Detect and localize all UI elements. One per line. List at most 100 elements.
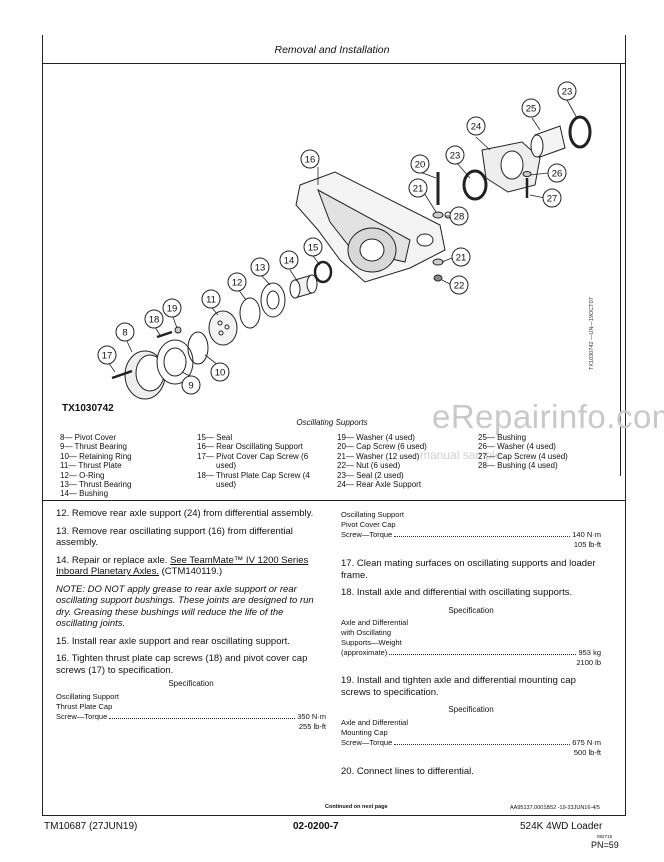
- legend-item: 25— Bushing: [478, 433, 527, 442]
- watermark-sample: manual sample: [420, 448, 502, 462]
- legend-item: 15— Seal: [197, 433, 233, 442]
- legend-item: 23— Seal (2 used): [337, 470, 404, 480]
- legend-item: 27— Cap Screw (4 used): [478, 451, 568, 461]
- figure-bottom-rule: [42, 500, 626, 501]
- spec-value: 2100 lb: [576, 658, 601, 667]
- legend-item: 19— Washer (4 used): [337, 433, 415, 442]
- spec-label: Screw—Torque: [56, 711, 108, 721]
- legend-col-2: 15— Seal 16— Rear Oscillating Support 17…: [197, 433, 310, 489]
- content-left-border: [42, 63, 43, 815]
- legend-item: 10— Retaining Ring: [60, 451, 132, 461]
- legend-item: 24— Rear Axle Support: [337, 480, 422, 490]
- spec-title: Specification: [168, 679, 214, 688]
- pn-number: PN=59: [591, 840, 619, 850]
- spec-value: 953 kg: [578, 648, 601, 657]
- callout-8: 8: [122, 328, 127, 339]
- callout-26: 26: [552, 169, 563, 180]
- spec-label: Pivot Cover Cap: [341, 520, 396, 529]
- spec-label: Screw—Torque: [341, 737, 393, 747]
- callout-12: 12: [232, 278, 243, 289]
- page-right-rule: [625, 35, 626, 63]
- legend-item: 18— Thrust Plate Cap Screw (4: [197, 470, 310, 480]
- retaining-ring: [187, 331, 209, 365]
- step-14: 14. Repair or replace axle. See TeamMate…: [56, 555, 326, 578]
- header-rule: [42, 63, 626, 64]
- spec-label: Mounting Cap: [341, 727, 388, 737]
- spec-value: 350 N·m: [297, 711, 326, 721]
- legend-item: 11— Thrust Plate: [60, 461, 122, 471]
- callout-13: 13: [255, 263, 266, 274]
- legend-col-3: 19— Washer (4 used) 20— Cap Screw (6 use…: [337, 433, 427, 489]
- callout-24: 24: [471, 122, 482, 133]
- legend-item: 14— Bushing: [60, 489, 109, 499]
- callout-23-b: 23: [562, 87, 573, 98]
- callout-16: 16: [305, 155, 316, 166]
- legend-item: 9— Thrust Bearing: [60, 442, 127, 452]
- callout-25: 25: [526, 104, 537, 115]
- seal-23-left: [462, 169, 488, 201]
- callout-9: 9: [188, 381, 193, 392]
- footer-rule: [42, 815, 626, 816]
- tiny-code: 082719: [597, 834, 613, 839]
- legend-item: 20— Cap Screw (6 used): [337, 442, 427, 452]
- grease-note: NOTE: DO NOT apply grease to rear axle s…: [56, 583, 314, 630]
- step-14-text: 14. Repair or replace axle.: [56, 554, 171, 566]
- callouts: [97, 81, 577, 395]
- spec-label: Screw—Torque: [341, 530, 393, 539]
- legend-item: 16— Rear Oscillating Support: [197, 442, 303, 452]
- o-ring: [239, 297, 261, 329]
- legend-col-4: 25— Bushing 26— Washer (4 used) 27— Cap …: [478, 433, 568, 471]
- legend-item: 22— Nut (6 used): [337, 461, 401, 471]
- continued-note: Continued on next page: [325, 804, 388, 810]
- step-15: 15. Install rear axle support and rear o…: [56, 635, 290, 647]
- callout-14: 14: [284, 256, 295, 267]
- callout-28: 28: [454, 212, 465, 223]
- step-20: 20. Connect lines to differential.: [341, 765, 474, 777]
- legend-item: 8— Pivot Cover: [60, 433, 117, 442]
- model-name: 524K 4WD Loader: [520, 821, 603, 832]
- spec-thrust-plate: Oscillating Support Thrust Plate Cap Scr…: [56, 692, 326, 732]
- callout-19: 19: [167, 304, 178, 315]
- spec-label: with Oscillating: [341, 628, 392, 637]
- legend-item: used): [216, 461, 237, 471]
- spec-title: Specification: [448, 705, 494, 714]
- step-13: 13. Remove rear oscillating support (16)…: [56, 525, 293, 549]
- spec-label: Axle and Differential: [341, 717, 408, 727]
- step-12: 12. Remove rear axle support (24) from d…: [56, 508, 314, 519]
- step-18: 18. Install axle and differential with o…: [341, 587, 573, 598]
- spec-value: 675 N·m: [572, 737, 601, 747]
- callout-22: 22: [454, 281, 465, 292]
- exploded-diagram: 16 20 21 23 24 25 23 26 27 28 21 22 15 1…: [97, 81, 592, 400]
- callout-27: 27: [547, 194, 558, 205]
- watermark-site: eRepairinfo.com: [432, 398, 664, 435]
- page-number: 02-0200-7: [293, 821, 339, 832]
- legend-col-1: 8— Pivot Cover 9— Thrust Bearing 10— Ret…: [60, 433, 132, 499]
- spec-label: Supports—Weight: [341, 638, 402, 647]
- content-right-border: [625, 63, 626, 815]
- callout-21-b: 21: [456, 253, 467, 264]
- figure-id: TX1030742: [62, 403, 114, 414]
- thrust-plate: [208, 310, 238, 346]
- spec-value: 105 lb-ft: [573, 540, 601, 549]
- right-column: Oscillating Support Pivot Cover Cap Scre…: [341, 510, 601, 783]
- spec-title: Specification: [448, 605, 494, 615]
- callout-15: 15: [308, 243, 319, 254]
- spec-label: Oscillating Support: [56, 691, 119, 701]
- ref-code: AA95137,0001B52 -19-23JUN16-4/5: [510, 805, 600, 811]
- spec-label: Thrust Plate Cap: [56, 701, 113, 711]
- spec-label: Axle and Differential: [341, 618, 408, 627]
- callout-21-a: 21: [413, 184, 424, 195]
- spec-value: 255 lb-ft: [298, 721, 326, 731]
- tm-number: TM10687 (27JUN19): [44, 821, 138, 832]
- section-title: Removal and Installation: [274, 44, 390, 56]
- left-column: 12. Remove rear axle support (24) from d…: [56, 508, 326, 732]
- teammate-axle-link[interactable]: See TeamMate™ IV 1200 Series Inboard Pla…: [56, 554, 309, 578]
- spec-pivot-cover: Oscillating Support Pivot Cover Cap Scre…: [341, 510, 601, 550]
- figure-right-border: [620, 63, 621, 476]
- spec-label: (approximate): [341, 648, 388, 657]
- legend-item: 21— Washer (12 used): [337, 451, 420, 461]
- callout-17: 17: [102, 351, 113, 362]
- callout-23-a: 23: [450, 151, 461, 162]
- step-19: 19. Install and tighten axle and differe…: [341, 675, 576, 698]
- spec-value: 500 lb-ft: [573, 747, 601, 757]
